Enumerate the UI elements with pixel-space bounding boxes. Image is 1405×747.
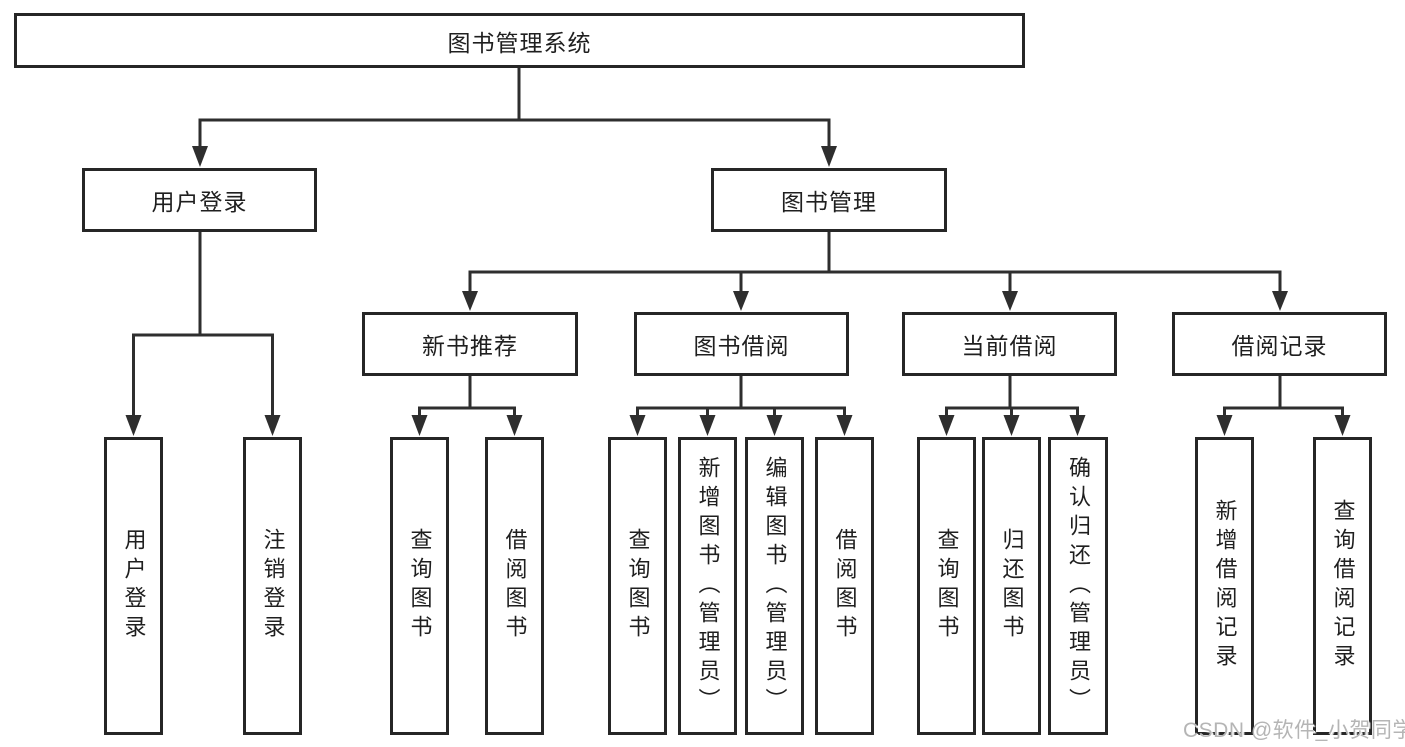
leaf-logout: 注销登录	[243, 437, 302, 735]
arrowhead	[821, 146, 837, 167]
leaf-borrow-books-recommend: 借阅图书	[485, 437, 544, 735]
connector-book-mgmt-group	[462, 232, 1288, 311]
leaf-return-books: 归还图书	[982, 437, 1041, 735]
leaf-query-books-current: 查询图书	[917, 437, 976, 735]
leaf-confirm-return-admin: 确认归还（管理员）	[1048, 437, 1108, 735]
node-book-mgmt-branch: 图书管理	[711, 168, 947, 232]
arrowhead	[411, 415, 428, 436]
arrowhead	[506, 415, 523, 436]
arrowhead	[733, 291, 749, 311]
leaf-query-borrow-record: 查询借阅记录	[1313, 437, 1372, 735]
leaf-edit-books-admin: 编辑图书（管理员）	[745, 437, 804, 735]
leaf-query-books-borrow: 查询图书	[608, 437, 667, 735]
leaf-user-login: 用户登录	[104, 437, 163, 735]
arrowhead	[462, 291, 478, 311]
connector-root-to-branches	[192, 68, 837, 167]
node-book-borrow: 图书借阅	[634, 312, 849, 376]
connector-book-borrow-group	[629, 376, 853, 436]
node-current-borrow: 当前借阅	[902, 312, 1117, 376]
arrowhead	[192, 146, 208, 167]
arrowhead	[836, 415, 853, 436]
csdn-watermark: CSDN @软件_小贺同学	[1183, 719, 1405, 742]
arrowhead	[264, 415, 281, 436]
leaf-add-borrow-record: 新增借阅记录	[1195, 437, 1254, 735]
connector-current-borrow-group	[938, 376, 1086, 436]
arrowhead	[1069, 415, 1086, 436]
node-root-system: 图书管理系统	[14, 13, 1025, 68]
connector-user-login-group	[125, 232, 281, 436]
connector-borrow-records-group	[1216, 376, 1351, 436]
arrowhead	[629, 415, 646, 436]
arrowhead	[938, 415, 955, 436]
node-user-login-branch: 用户登录	[82, 168, 317, 232]
arrowhead	[1334, 415, 1351, 436]
arrowhead	[1003, 415, 1020, 436]
leaf-query-books-recommend: 查询图书	[390, 437, 449, 735]
arrowhead	[1216, 415, 1233, 436]
arrowhead	[766, 415, 783, 436]
arrowhead	[1002, 291, 1018, 311]
connector-new-books-group	[411, 376, 523, 436]
leaf-add-books-admin: 新增图书（管理员）	[678, 437, 737, 735]
node-borrow-records: 借阅记录	[1172, 312, 1387, 376]
arrowhead	[699, 415, 716, 436]
arrowhead	[1272, 291, 1288, 311]
node-new-books: 新书推荐	[362, 312, 578, 376]
arrowhead	[125, 415, 142, 436]
leaf-borrow-books: 借阅图书	[815, 437, 874, 735]
